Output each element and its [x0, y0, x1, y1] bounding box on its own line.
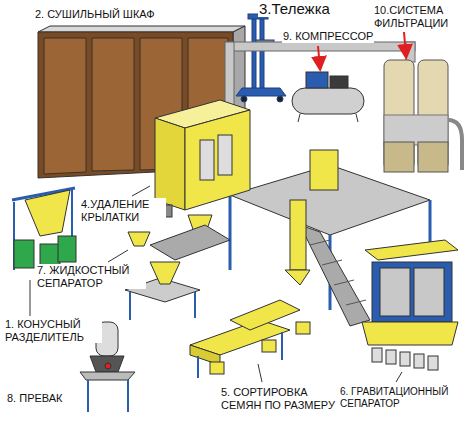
leader-line — [132, 186, 150, 196]
callout-label: 6. ГРАВИТАЦИОННЫЙ СЕПАРАТОР — [339, 386, 463, 409]
leader-line — [396, 372, 402, 382]
callout-label: 3.Тележка — [258, 0, 331, 17]
callout-label: 9. КОМПРЕССОР — [282, 30, 374, 43]
trolley — [236, 14, 286, 102]
gravity-separator — [362, 240, 458, 370]
filter-system — [384, 60, 462, 172]
callout-label: 4.УДАЛЕНИЕ КРЫЛАТКИ — [80, 198, 166, 223]
compressor — [292, 72, 364, 122]
platform — [230, 150, 430, 326]
cone-divider — [12, 188, 76, 272]
callout-label: 8. ПРЕВАК — [6, 392, 64, 405]
leader-line — [258, 364, 262, 382]
leader-arrow — [318, 46, 320, 68]
leader-line — [30, 280, 31, 316]
callout-label: 5. СОРТИРОВКА СЕМЯН ПО РАЗМЕРУ — [220, 386, 342, 411]
callout-label: 1. КОНУСНЫЙ РАЗДЕЛИТЕЛЬ — [4, 318, 102, 343]
callout-label: 10.СИСТЕМА ФИЛЬТРАЦИИ — [373, 4, 463, 29]
leader-line — [108, 250, 128, 262]
leader-arrow — [404, 32, 406, 56]
callout-label: 7. ЖИДКОСТНЫЙ СЕПАРАТОР — [36, 264, 146, 289]
callout-label: 2. СУШИЛЬНЫЙ ШКАФ — [34, 8, 156, 21]
size-sorter — [190, 300, 310, 378]
